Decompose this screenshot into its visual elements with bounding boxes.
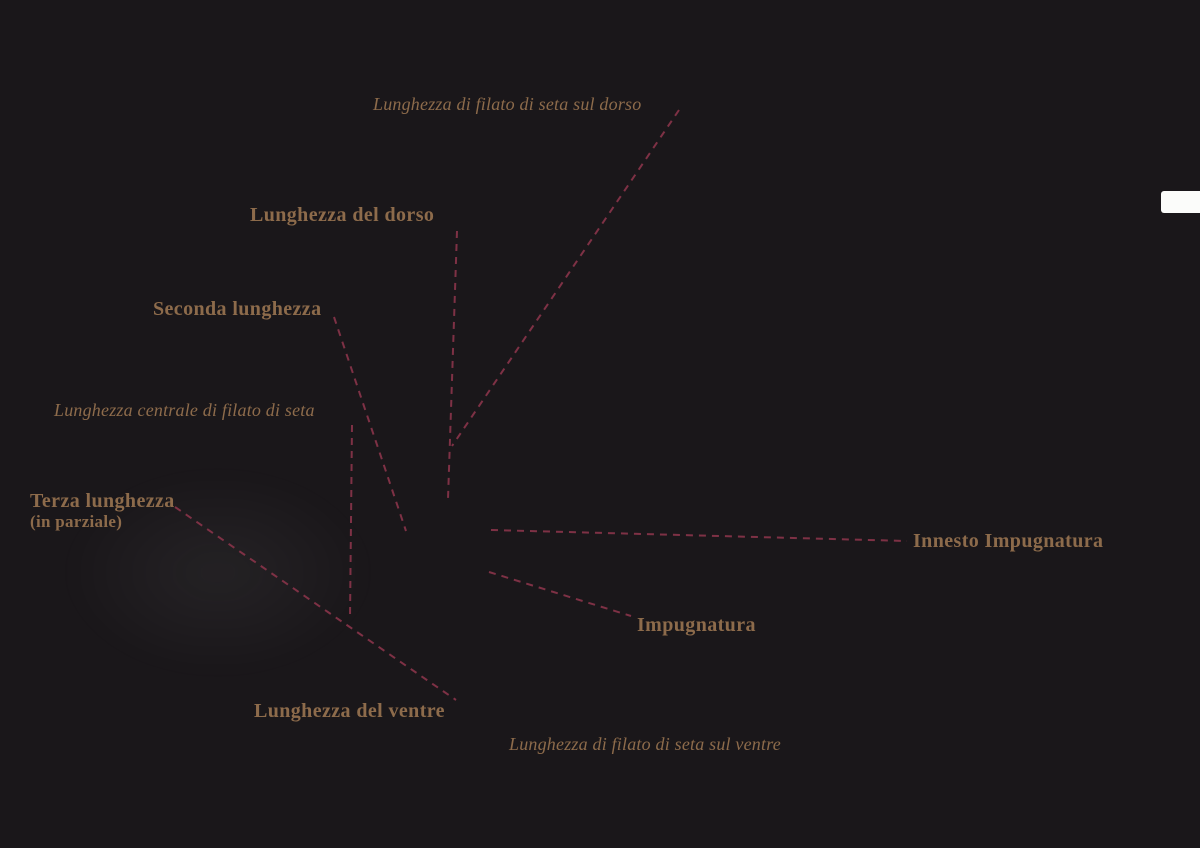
white-edge-patch — [1161, 191, 1200, 213]
leader-line-handle-joint — [490, 529, 908, 542]
label-handle: Impugnatura — [637, 614, 756, 636]
leader-line-silk-back — [451, 109, 680, 447]
label-second-length: Seconda lunghezza — [153, 298, 322, 320]
label-third-length-note: (in parziale) — [30, 512, 123, 531]
leader-line-second-length — [333, 316, 407, 532]
leader-line-handle — [488, 571, 632, 617]
label-silk-thread-back: Lunghezza di filato di seta sul dorso — [373, 94, 642, 114]
label-belly-length: Lunghezza del ventre — [254, 700, 445, 722]
label-third-length: Terza lunghezza — [30, 490, 175, 512]
label-handle-joint: Innesto Impugnatura — [913, 530, 1104, 552]
leader-line-back-length — [447, 230, 458, 500]
label-central-silk-thread: Lunghezza centrale di filato di seta — [54, 400, 315, 420]
label-silk-thread-belly: Lunghezza di filato di seta sul ventre — [509, 734, 781, 754]
label-back-length: Lunghezza del dorso — [250, 204, 435, 226]
